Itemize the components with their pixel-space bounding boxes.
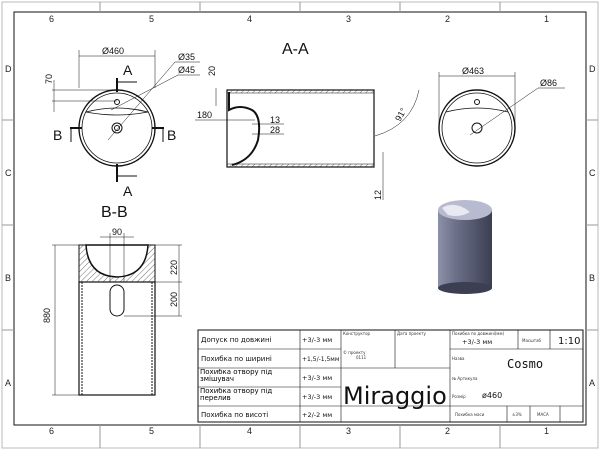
dim-200: 200 <box>169 292 179 307</box>
scale-label: Масштаб <box>522 338 542 343</box>
tolerance-label: Похибка отвору під перелив <box>200 388 273 402</box>
size-value: ø460 <box>482 391 502 400</box>
zone-row-left: C <box>5 168 12 178</box>
dim-90: 90 <box>112 227 122 237</box>
zone-col-top: 4 <box>247 14 252 24</box>
dim-880: 880 <box>42 308 52 323</box>
cut-label-b-left: B <box>53 127 62 143</box>
tolerance-value: +2/-2 мм <box>302 411 332 419</box>
tolerance-value: +3/-3 мм <box>302 393 332 401</box>
top-view: Ø460 Ø35 Ø45 70 A A B B <box>44 46 200 199</box>
product-name: Cosmo <box>507 357 543 371</box>
size-label: Розмір <box>452 394 466 399</box>
dim-12: 12 <box>373 190 383 200</box>
dim-dia-86: Ø86 <box>540 78 557 88</box>
scale-value: 1:10 <box>558 336 580 347</box>
zone-col-top: 1 <box>544 14 549 24</box>
zone-col-top: 6 <box>49 14 54 24</box>
designer-label: Конструктор <box>343 331 371 336</box>
zone-row-right: A <box>589 378 595 388</box>
zone-col-top: 2 <box>445 14 450 24</box>
zone-col-top: 3 <box>346 14 351 24</box>
dim-180: 180 <box>197 110 212 120</box>
cut-label-a-top: A <box>123 62 133 78</box>
zone-col-bottom: 4 <box>247 426 252 436</box>
dim-220: 220 <box>169 260 179 275</box>
tolerance-value: +3/-3 мм <box>302 374 332 382</box>
section-a-a: A-A 20 180 13 28 91° 12 <box>195 41 420 200</box>
section-title-a-a: A-A <box>282 41 309 58</box>
dim-13: 13 <box>270 115 280 125</box>
zone-col-bottom: 1 <box>544 426 549 436</box>
zone-row-left: D <box>5 64 12 74</box>
tolerance-label: Похибка по висоті <box>201 411 268 419</box>
zone-labels: 6 5 4 3 2 1 6 5 4 3 2 1 D C B A D C B A <box>5 14 596 436</box>
section-title-b-b: B-B <box>101 204 128 221</box>
brand-logo: Miraggio <box>343 382 447 410</box>
length-tolerance-label: Похибка по довжині(мм) <box>452 331 504 336</box>
mass-label: МАСА <box>537 412 549 417</box>
zone-col-bottom: 5 <box>149 426 154 436</box>
date-label: Дата проекту <box>397 331 426 336</box>
copyright-label: © проекту <box>343 350 366 355</box>
title-block: Допуск по довжині +3/-3 мм Похибка по ши… <box>197 329 584 423</box>
product-3d-render <box>438 200 492 294</box>
tolerance-label: Похибка отвору під змішувач <box>200 369 273 383</box>
zone-row-right: C <box>589 168 596 178</box>
dim-dia-45: Ø45 <box>178 65 195 75</box>
dim-dia-35: Ø35 <box>178 52 195 62</box>
dim-20: 20 <box>207 66 217 76</box>
tolerance-label: Похибка по ширині <box>201 355 272 363</box>
zone-col-bottom: 2 <box>445 426 450 436</box>
zone-col-bottom: 6 <box>49 426 54 436</box>
cut-label-b-right: B <box>167 127 176 143</box>
zone-row-left: A <box>5 378 11 388</box>
length-tolerance-value: +3/-3 мм <box>462 338 492 346</box>
zone-col-top: 5 <box>149 14 154 24</box>
zone-row-right: D <box>589 64 596 74</box>
mass-tolerance-label: Похибка маси <box>455 412 485 417</box>
tolerance-label: Допуск по довжині <box>201 336 272 344</box>
zone-col-bottom: 3 <box>346 426 351 436</box>
name-label: Назва <box>452 356 465 361</box>
tolerance-value: +3/-3 мм <box>302 336 332 344</box>
tolerance-value: +1,5/-1,5мм <box>302 356 339 363</box>
dim-70: 70 <box>44 74 54 84</box>
mass-tolerance-value: ±3% <box>512 412 522 417</box>
article-label: № Артикула <box>452 376 478 381</box>
side-view: Ø463 Ø86 <box>438 66 565 167</box>
dim-28: 28 <box>270 125 280 135</box>
dim-dia-463: Ø463 <box>462 66 484 76</box>
copyright-number: 0111 <box>356 355 367 360</box>
zone-row-right: B <box>589 273 595 283</box>
zone-row-left: B <box>5 273 11 283</box>
dim-dia-460: Ø460 <box>102 46 124 56</box>
cut-label-a-bottom: A <box>123 183 133 199</box>
section-b-b: B-B 90 220 200 880 <box>42 204 182 396</box>
